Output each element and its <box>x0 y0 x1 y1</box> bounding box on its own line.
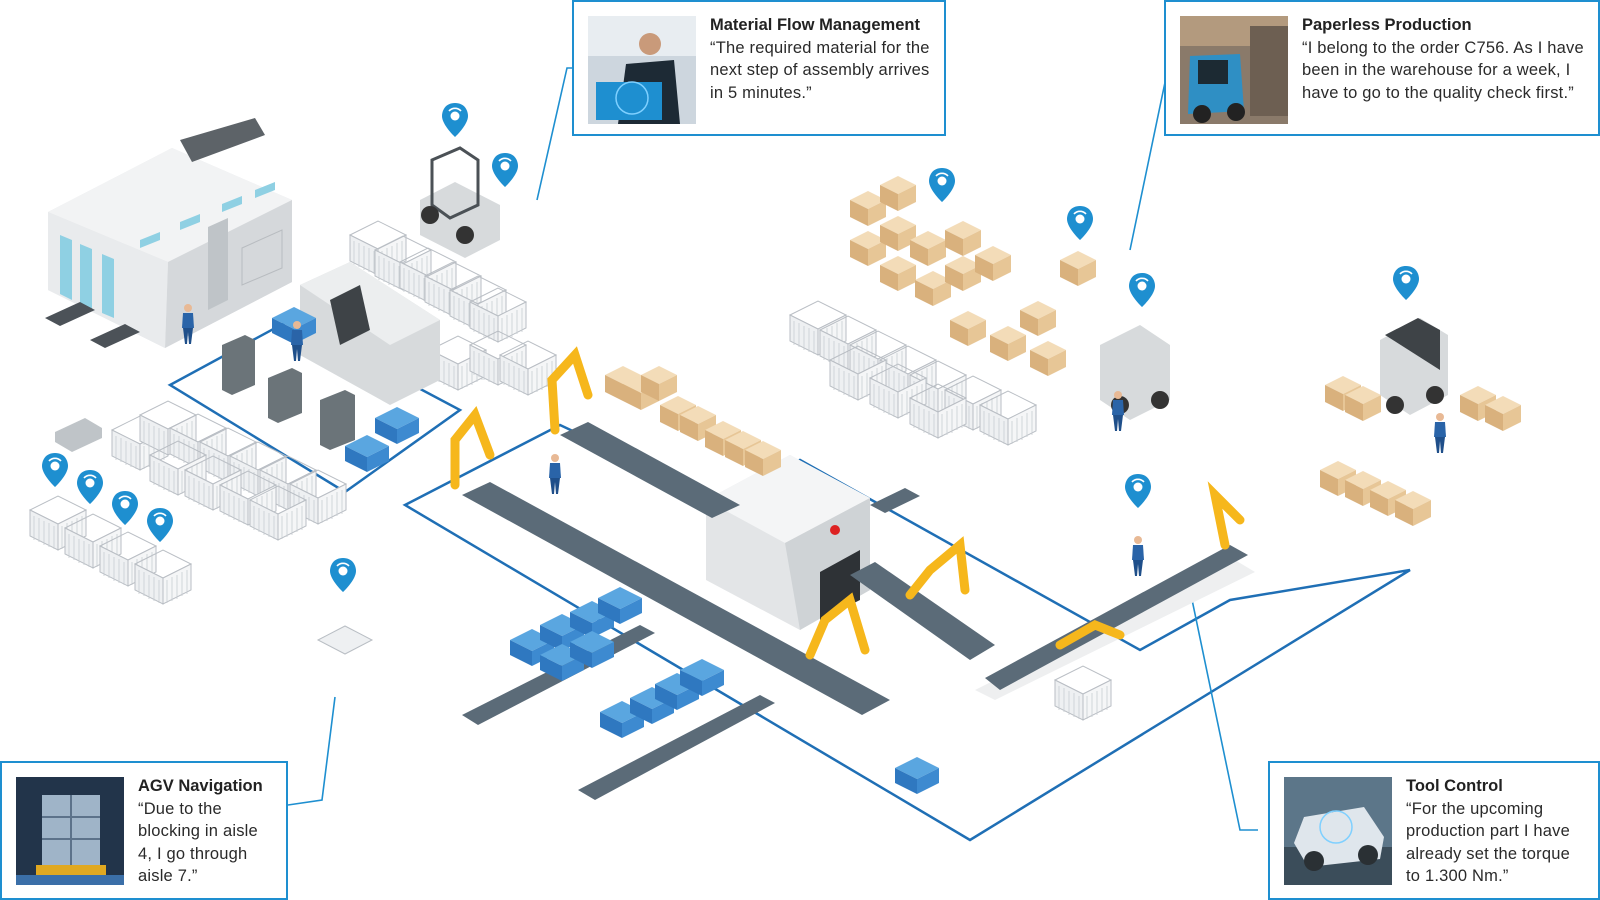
callout-quote: “For the upcoming production part I have… <box>1406 799 1571 886</box>
agv-vehicles <box>55 418 374 655</box>
agv-navigation-callout: AGV Navigation “Due to the blocking in a… <box>0 761 288 900</box>
agv-cart-photo <box>16 777 124 885</box>
callout-title: AGV Navigation <box>138 777 263 795</box>
forklift-warehouse-photo <box>1180 16 1288 124</box>
factory-building <box>45 118 292 348</box>
paperless-production-callout: Paperless Production “I belong to the or… <box>1164 0 1600 136</box>
worker-with-crate-photo <box>588 16 696 124</box>
callout-quote: “The required material for the next step… <box>710 38 930 102</box>
callout-quote: “I belong to the order C756. As I have b… <box>1302 38 1584 102</box>
callout-quote: “Due to the blocking in aisle 4, I go th… <box>138 799 258 886</box>
material-flow-callout: Material Flow Management “The required m… <box>572 0 946 136</box>
tool-control-callout: Tool Control “For the upcoming productio… <box>1268 761 1600 900</box>
callout-title: Material Flow Management <box>710 16 920 34</box>
callout-title: Tool Control <box>1406 777 1503 795</box>
robot-arms <box>450 346 1245 660</box>
car-assembly-photo <box>1284 777 1392 885</box>
callout-title: Paperless Production <box>1302 16 1472 34</box>
